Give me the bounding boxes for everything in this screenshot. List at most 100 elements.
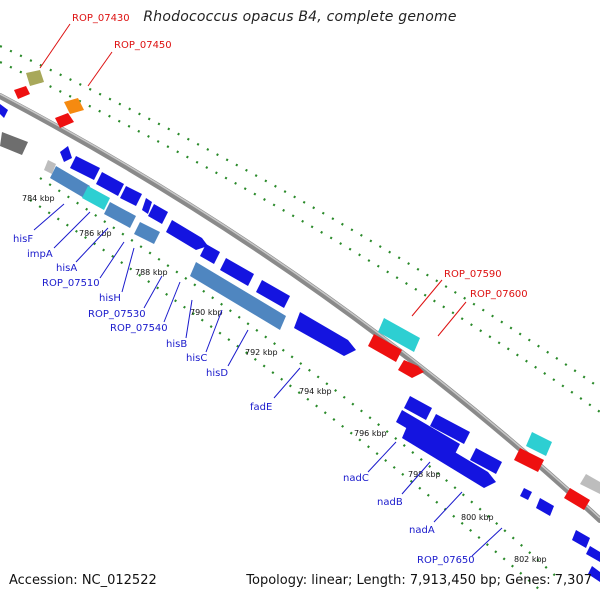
label-hisH[interactable]: hisH	[99, 293, 121, 304]
gene-gray-light[interactable]	[44, 160, 56, 174]
gene-blue-3[interactable]	[96, 172, 124, 196]
gene-blue-2[interactable]	[70, 156, 100, 180]
gene-blue-left-edge[interactable]	[0, 104, 8, 118]
gene-ROP_07600-red-1[interactable]	[368, 334, 402, 362]
gene-features	[0, 70, 600, 582]
leader-ROP_07650	[471, 527, 503, 557]
kbp-tick: 790 kbp	[190, 308, 223, 317]
red-label-leaders	[39, 23, 467, 337]
gene-gray-right[interactable]	[580, 474, 600, 494]
gene-blue-8[interactable]	[200, 244, 220, 264]
leader-hisA	[75, 227, 109, 263]
genome-backbone	[0, 93, 600, 523]
gene-blue-nadC[interactable]	[396, 410, 460, 456]
leader-hisH	[121, 247, 135, 293]
gene-blue-nadB[interactable]	[402, 424, 496, 488]
inner-dotted-track-2	[29, 199, 541, 591]
label-nadA[interactable]: nadA	[409, 525, 435, 536]
gene-cyan-right[interactable]	[526, 432, 552, 456]
kbp-tick: 792 kbp	[245, 348, 278, 357]
kbp-tick: 786 kbp	[79, 229, 112, 238]
gene-blue-11[interactable]	[404, 396, 432, 420]
leader-ROP_07450	[87, 51, 113, 87]
label-hisF[interactable]: hisF	[13, 234, 33, 245]
leader-ROP_07510	[99, 241, 125, 279]
red-gene-labels: ROP_07430 ROP_07450 ROP_07590 ROP_07600	[72, 13, 528, 300]
leader-fadE	[273, 367, 301, 399]
gene-blue-17[interactable]	[588, 566, 600, 582]
label-hisC[interactable]: hisC	[186, 353, 207, 364]
gene-blue-4[interactable]	[120, 186, 142, 206]
label-ROP_07600[interactable]: ROP_07600	[470, 289, 528, 300]
leader-nadA	[433, 491, 463, 523]
leader-ROP_07540	[163, 281, 181, 323]
label-fadE[interactable]: fadE	[250, 402, 272, 413]
kbp-tick: 800 kbp	[461, 513, 494, 522]
genome-summary: Topology: linear; Length: 7,913,450 bp; …	[246, 573, 592, 588]
kbp-tick: 794 kbp	[299, 387, 332, 396]
genome-backbone-highlight	[0, 93, 600, 519]
gene-blue-1[interactable]	[60, 146, 72, 162]
gene-cyan-left[interactable]	[82, 186, 110, 210]
label-nadC[interactable]: nadC	[343, 473, 369, 484]
kbp-tick: 802 kbp	[514, 555, 547, 564]
gene-steel-3[interactable]	[134, 222, 160, 244]
label-hisB[interactable]: hisB	[166, 339, 187, 350]
label-nadB[interactable]: nadB	[377, 497, 403, 508]
gene-blue-fadE[interactable]	[294, 312, 356, 356]
gene-blue-nadA[interactable]	[470, 448, 502, 474]
gene-blue-13[interactable]	[520, 488, 532, 500]
gene-steel-1[interactable]	[50, 166, 90, 198]
label-ROP_07650[interactable]: ROP_07650	[417, 555, 475, 566]
gene-red-right-1[interactable]	[514, 448, 544, 472]
gene-red-small-2[interactable]	[55, 113, 74, 128]
leader-ROP_07590	[411, 279, 443, 317]
leader-impA	[53, 211, 91, 249]
gene-blue-10[interactable]	[256, 280, 290, 308]
genome-title: Rhodococcus opacus B4, complete genome	[143, 9, 457, 25]
leader-ROP_07600	[437, 301, 467, 337]
leader-nadC	[367, 441, 397, 473]
gene-gray-left[interactable]	[0, 132, 28, 155]
blue-label-leaders	[33, 203, 503, 557]
gene-blue-6[interactable]	[148, 204, 168, 224]
kbp-tick: 788 kbp	[135, 268, 168, 277]
gene-blue-15[interactable]	[572, 530, 590, 548]
kbp-ticks: 784 kbp 786 kbp 788 kbp 790 kbp 792 kbp …	[22, 194, 547, 564]
kbp-tick: 796 kbp	[354, 429, 387, 438]
leader-ROP_07430	[39, 23, 71, 69]
label-ROP_07510[interactable]: ROP_07510	[42, 278, 100, 289]
gene-blue-16[interactable]	[586, 546, 600, 562]
gene-red-small-1[interactable]	[14, 86, 30, 99]
gene-ROP_07450-box[interactable]	[64, 98, 84, 114]
leader-nadB	[401, 461, 431, 495]
outer-dotted-track-1	[0, 45, 600, 389]
accession-label: Accession: NC_012522	[9, 573, 157, 588]
gene-steel-4[interactable]	[190, 262, 286, 330]
label-hisD[interactable]: hisD	[206, 368, 228, 379]
gene-blue-9[interactable]	[220, 258, 254, 286]
gene-steel-2[interactable]	[104, 202, 136, 228]
gene-red-right-2[interactable]	[564, 488, 590, 510]
label-ROP_07530[interactable]: ROP_07530	[88, 309, 146, 320]
leader-hisC	[205, 309, 223, 353]
gene-blue-12[interactable]	[430, 414, 470, 444]
label-ROP_07430[interactable]: ROP_07430	[72, 13, 130, 24]
kbp-tick: 784 kbp	[22, 194, 55, 203]
label-ROP_07450[interactable]: ROP_07450	[114, 40, 172, 51]
leader-ROP_07530	[143, 275, 163, 309]
leader-hisF	[33, 203, 65, 231]
label-impA[interactable]: impA	[27, 249, 53, 260]
gene-ROP_07590-box[interactable]	[378, 318, 420, 352]
label-ROP_07590[interactable]: ROP_07590	[444, 269, 502, 280]
label-ROP_07540[interactable]: ROP_07540	[110, 323, 168, 334]
gene-blue-14[interactable]	[536, 498, 554, 516]
gene-ROP_07430-box[interactable]	[26, 70, 44, 86]
gene-blue-5[interactable]	[142, 198, 152, 214]
blue-gene-labels: hisF impA hisA ROP_07510 hisH ROP_07530 …	[13, 234, 475, 566]
gene-ROP_07600-red-2[interactable]	[398, 360, 424, 378]
label-hisA[interactable]: hisA	[56, 263, 77, 274]
gene-blue-7[interactable]	[166, 220, 208, 250]
